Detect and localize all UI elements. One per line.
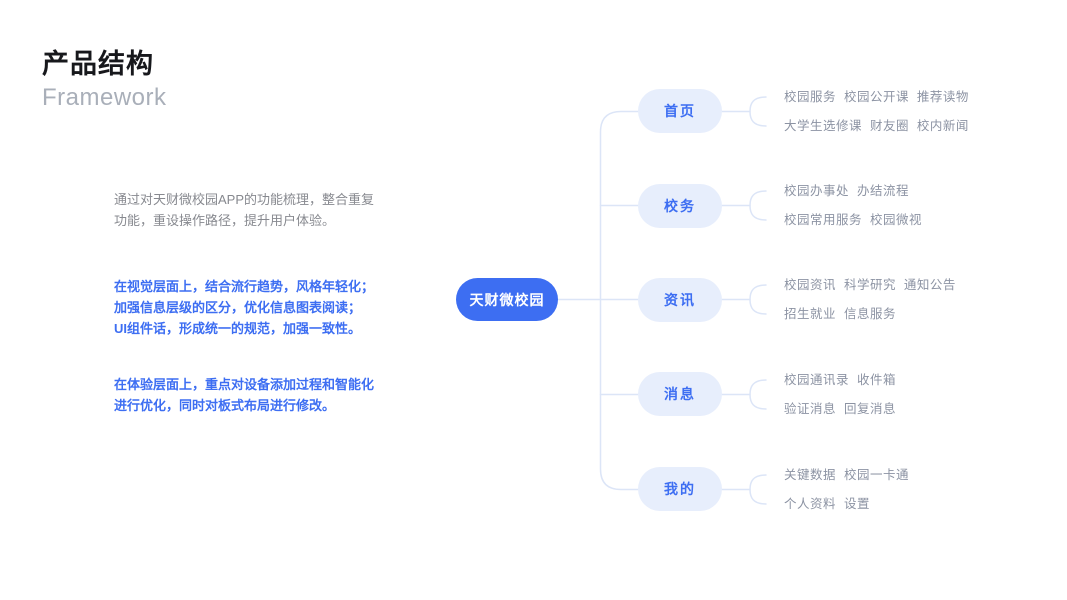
leaf-row: 校园服务 校园公开课 推荐读物 <box>784 90 969 104</box>
intro-paragraph-overview: 通过对天财微校园APP的功能梳理，整合重复 功能，重设操作路径，提升用户体验。 <box>114 192 375 228</box>
leaf-row: 校园办事处 办结流程 <box>784 184 909 198</box>
branch-node-mine: 我的 <box>638 467 722 511</box>
fork-bracket-4 <box>749 379 767 410</box>
fork-bracket-5 <box>749 474 767 505</box>
intro-paragraph-visual: 在视觉层面上，结合流行趋势，风格年轻化； 加强信息层级的区分，优化信息图表阅读；… <box>114 279 375 336</box>
leaf-row: 校园资讯 科学研究 通知公告 <box>784 278 956 292</box>
branch-node-news: 资讯 <box>638 278 722 322</box>
branch-node-messages: 消息 <box>638 372 722 416</box>
fork-bracket-1 <box>749 96 767 127</box>
leaf-row: 验证消息 回复消息 <box>784 402 896 416</box>
fork-bracket-3 <box>749 284 767 315</box>
leaf-row: 招生就业 信息服务 <box>784 307 896 321</box>
branch-node-school-affairs: 校务 <box>638 184 722 228</box>
leaf-row: 校园常用服务 校园微视 <box>784 213 922 227</box>
leaf-row: 大学生选修课 财友圈 校内新闻 <box>784 119 969 133</box>
root-node-app: 天财微校园 <box>456 278 558 321</box>
leaf-row: 校园通讯录 收件箱 <box>784 373 896 387</box>
intro-paragraph-experience: 在体验层面上，重点对设备添加过程和智能化 进行优化，同时对板式布局进行修改。 <box>114 377 375 413</box>
branch-node-home: 首页 <box>638 89 722 133</box>
fork-bracket-2 <box>749 190 767 221</box>
trunk-connector-line <box>599 110 639 491</box>
leaf-row: 关键数据 校园一卡通 <box>784 468 909 482</box>
leaf-row: 个人资料 设置 <box>784 497 870 511</box>
page-subtitle: Framework <box>42 84 167 111</box>
page-title: 产品结构 <box>42 49 154 79</box>
